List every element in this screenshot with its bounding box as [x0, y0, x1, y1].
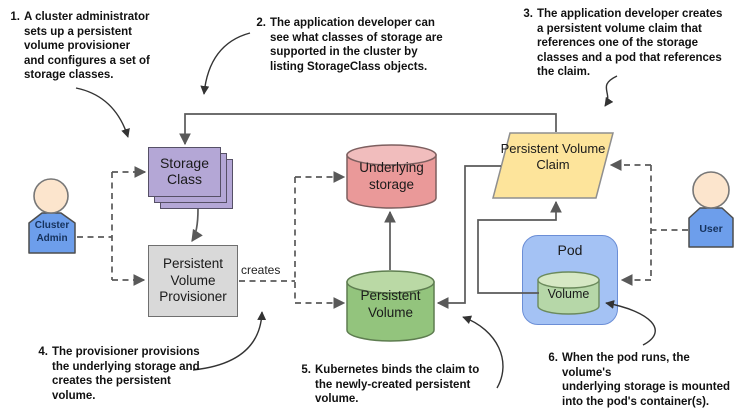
edge-pod-volume-to-pvc	[477, 200, 562, 294]
annotation-number: 2.	[256, 17, 266, 29]
annotation-text: The application developer creates a pers…	[537, 8, 723, 78]
pvc-parallelogram	[492, 132, 614, 199]
underlying-storage-cylinder	[346, 144, 437, 209]
pvc-label: Persistent Volume Claim	[500, 141, 606, 172]
pv-provisioner-box	[148, 245, 238, 317]
annotation-1: 1. A cluster administrator sets up a per…	[6, 10, 166, 83]
cluster-admin-icon	[28, 178, 76, 254]
annotation-2-arrow	[200, 32, 251, 95]
storage-class-label: Storage Class	[159, 155, 210, 187]
pv-provisioner-label: Persistent Volume Provisioner	[159, 256, 227, 304]
annotation-5-arrow	[462, 315, 504, 389]
storage-class-front	[148, 147, 221, 197]
annotation-text: A cluster administrator sets up a persis…	[24, 11, 150, 81]
annotation-1-arrow	[75, 87, 130, 138]
volume-cylinder	[537, 271, 600, 315]
annotation-number: 5.	[301, 364, 311, 376]
annotation-6: 6. When the pod runs, the volume's under…	[544, 351, 740, 409]
annotation-3: 3. The application developer creates a p…	[519, 7, 737, 80]
cluster-admin-label: Cluster Admin	[34, 220, 70, 244]
annotation-text: The provisioner provisions the underlyin…	[52, 346, 200, 402]
annotation-5: 5. Kubernetes binds the claim to the new…	[297, 363, 487, 407]
pod-label: Pod	[557, 242, 583, 258]
user-icon	[688, 171, 734, 248]
edge-pvc-to-storage-class	[179, 113, 557, 146]
persistent-volume-label: Persistent Volume	[360, 288, 421, 320]
persistent-volume-cylinder	[346, 270, 435, 342]
annotation-number: 6.	[548, 352, 558, 364]
annotation-4-arrow	[192, 311, 267, 371]
annotation-4: 4. The provisioner provisions the underl…	[34, 345, 224, 403]
annotation-6-arrow	[605, 300, 656, 346]
edge-pvc-to-pv	[436, 165, 501, 309]
underlying-storage-label: Underlying storage	[359, 160, 424, 192]
annotation-text: Kubernetes binds the claim to the newly-…	[315, 364, 480, 405]
volume-label: Volume	[547, 287, 590, 301]
user-label: User	[699, 223, 723, 235]
annotation-2: 2. The application developer can see wha…	[252, 16, 452, 74]
annotation-number: 1.	[10, 11, 20, 23]
storage-class-box	[148, 147, 233, 209]
annotation-number: 4.	[38, 346, 48, 358]
annotation-number: 3.	[523, 8, 533, 20]
annotation-3-arrow	[604, 75, 618, 107]
annotation-text: When the pod runs, the volume's underlyi…	[562, 352, 731, 408]
creates-edge-label: creates	[241, 263, 281, 277]
annotation-text: The application developer can see what c…	[270, 17, 443, 73]
edge-storage-class-to-provisioner	[191, 208, 203, 242]
